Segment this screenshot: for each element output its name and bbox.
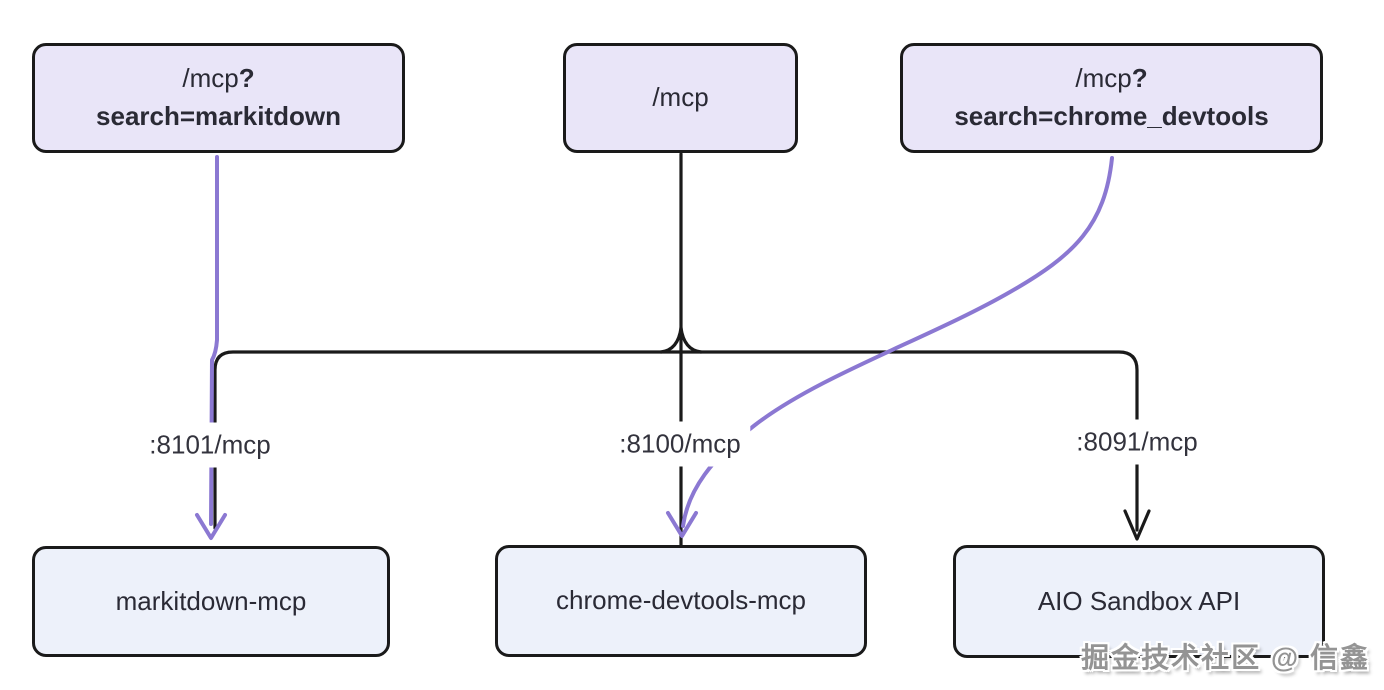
request-path-line: /mcp? [1075,60,1147,98]
edge-fork-fillet-right [679,326,703,354]
service-label: AIO Sandbox API [1037,585,1241,616]
service-label: chrome-devtools-mcp [556,585,806,616]
arrowhead-down-purple-left-icon [195,513,227,540]
arrowhead-down-black-icon [1123,509,1151,541]
request-path: /mcp [652,82,709,113]
request-param: search=chrome_devtools [954,101,1269,131]
service-label: markitdown-mcp [115,585,307,616]
node-request-plain-mcp: /mcp [563,43,798,153]
edge-fork-right-branch [679,350,1139,532]
request-path-line: /mcp? [182,60,254,98]
query-mark: ? [1131,63,1148,94]
request-path: /mcp [1075,63,1132,94]
node-service-chrome-devtools-mcp: chrome-devtools-mcp [495,545,867,657]
node-request-search-chrome-devtools: /mcp? search=chrome_devtools [900,43,1323,153]
edge-label-port-8091: :8091/mcp [1066,419,1208,465]
node-service-aio-sandbox-api: AIO Sandbox API [953,545,1325,658]
edge-fork-fillet-left [659,326,683,354]
watermark: 掘金技术社区 @ 信鑫 [1081,642,1370,673]
node-service-markitdown-mcp: markitdown-mcp [32,546,390,657]
node-request-search-markitdown: /mcp? search=markitdown [32,43,405,153]
edge-fork-left-branch [213,350,683,530]
edge-label-port-8100: :8100/mcp [609,421,751,467]
edge-search-chrome-devtools [681,156,1114,528]
request-path: /mcp [182,63,239,94]
edge-label-port-8101: :8101/mcp [139,422,281,468]
request-param: search=markitdown [96,101,341,131]
query-mark: ? [238,63,255,94]
arrowhead-down-purple-center-icon [666,511,698,538]
edge-search-markitdown [209,155,219,526]
